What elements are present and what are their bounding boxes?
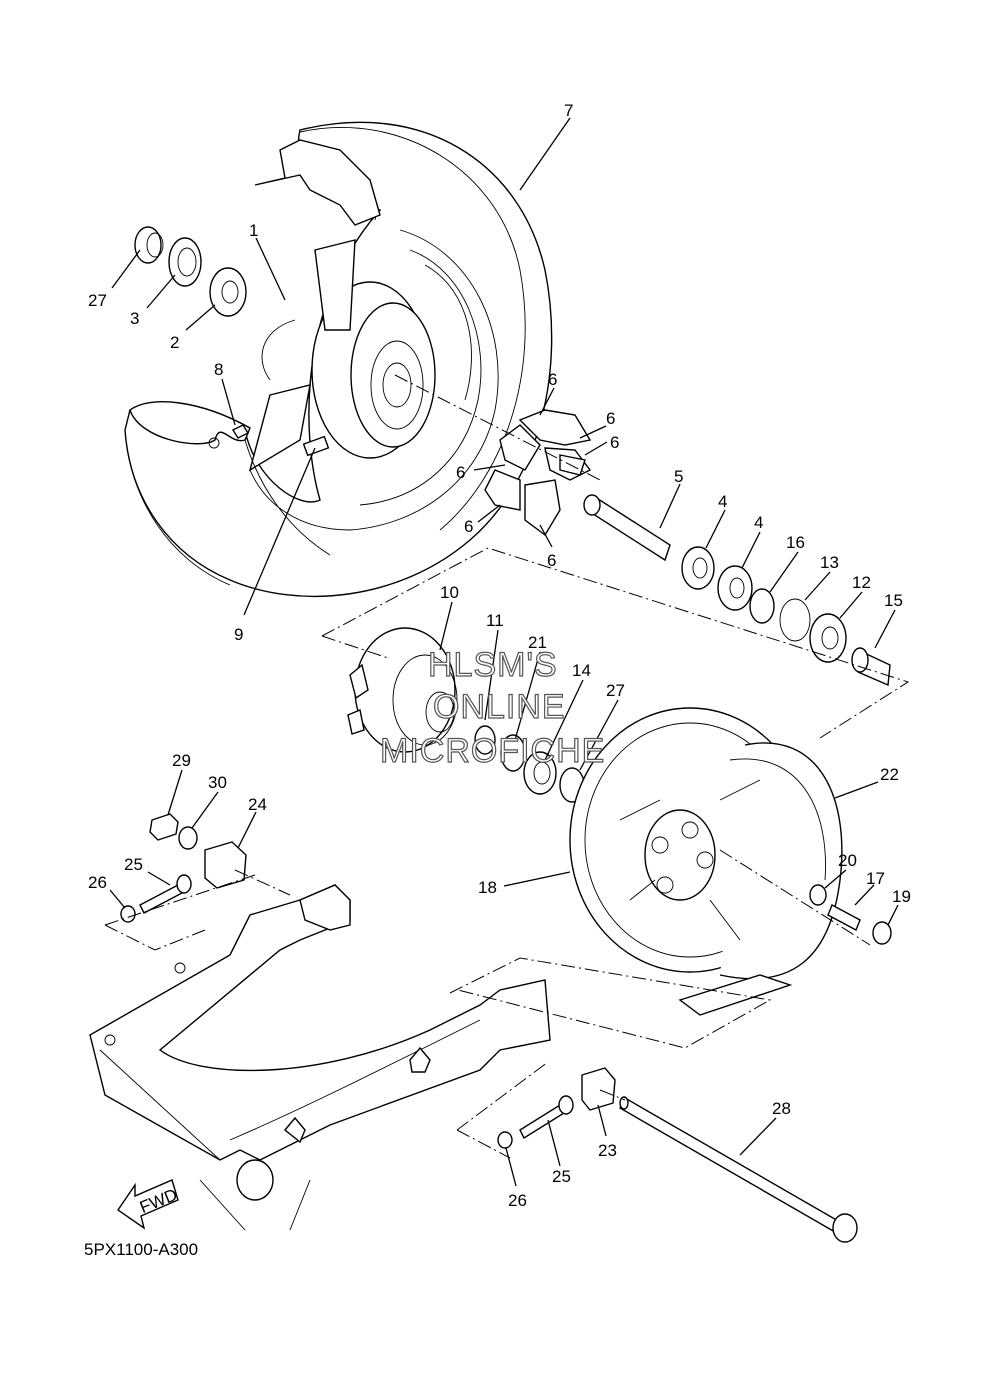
callout-28: 28 [772, 1099, 791, 1118]
callout-21: 21 [528, 633, 547, 652]
callout-2: 2 [170, 333, 179, 352]
callout-6d: 6 [610, 433, 619, 452]
callout-29: 29 [172, 751, 191, 770]
callout-12: 12 [852, 573, 871, 592]
callout-30: 30 [208, 773, 227, 792]
callout-6a: 6 [548, 370, 557, 389]
callout-9: 9 [234, 625, 243, 644]
callout-20: 20 [838, 851, 857, 870]
callout-6b: 6 [606, 409, 615, 428]
rear-wheel-assembly [124, 121, 553, 598]
damper-set [484, 409, 592, 537]
callout-16: 16 [786, 533, 805, 552]
watermark-line-3: MICROFICHE [380, 732, 605, 770]
pulley-bolts [809, 884, 892, 945]
callout-6e: 6 [464, 517, 473, 536]
callout-3: 3 [130, 309, 139, 328]
leader-lines [109, 117, 899, 1187]
callout-6c: 6 [456, 463, 465, 482]
callout-26a: 26 [88, 873, 107, 892]
assembly-dash-lines [104, 374, 910, 1159]
callout-15: 15 [884, 591, 903, 610]
callout-27: 27 [88, 291, 107, 310]
callout-7: 7 [564, 101, 573, 120]
callout-4a: 4 [718, 492, 727, 511]
callout-1: 1 [249, 221, 258, 240]
callout-14: 14 [572, 661, 591, 680]
callout-17: 17 [866, 869, 885, 888]
axle-adjusters [204, 841, 616, 1111]
callout-6f: 6 [547, 551, 556, 570]
callout-27b: 27 [606, 681, 625, 700]
callout-25a: 25 [124, 855, 143, 874]
callout-5: 5 [674, 467, 683, 486]
callout-8: 8 [214, 360, 223, 379]
swingarm [89, 884, 551, 1231]
callout-numbers: 7 1 27 3 2 8 9 6 6 6 6 6 6 5 4 4 16 13 1… [88, 101, 911, 1210]
rear-axle [619, 1096, 858, 1243]
callout-25b: 25 [552, 1167, 571, 1186]
callout-13: 13 [820, 553, 839, 572]
rear-pulley [569, 707, 843, 1016]
callout-24: 24 [248, 795, 267, 814]
callout-23: 23 [598, 1141, 617, 1160]
callout-26b: 26 [508, 1191, 527, 1210]
callout-11: 11 [486, 611, 504, 630]
watermark-line-1: HLSM'S [428, 646, 558, 684]
callout-10: 10 [440, 583, 459, 602]
callout-22: 22 [880, 765, 899, 784]
fwd-arrow: FWD [117, 1179, 180, 1230]
adjuster-bolts-left [120, 813, 198, 923]
watermark-line-2: ONLINE [433, 688, 566, 726]
callout-4b: 4 [754, 513, 763, 532]
axle-side-parts [583, 494, 891, 687]
watermark: HLSM'S ONLINE MICROFICHE [379, 645, 605, 770]
adjuster-bolts-right [497, 1095, 574, 1149]
callout-19: 19 [892, 887, 911, 906]
diagram-code: 5PX1100-A300 [84, 1240, 199, 1259]
callout-18: 18 [478, 878, 497, 897]
left-hub-bearings [134, 226, 247, 317]
fwd-label: FWD [137, 1185, 180, 1217]
